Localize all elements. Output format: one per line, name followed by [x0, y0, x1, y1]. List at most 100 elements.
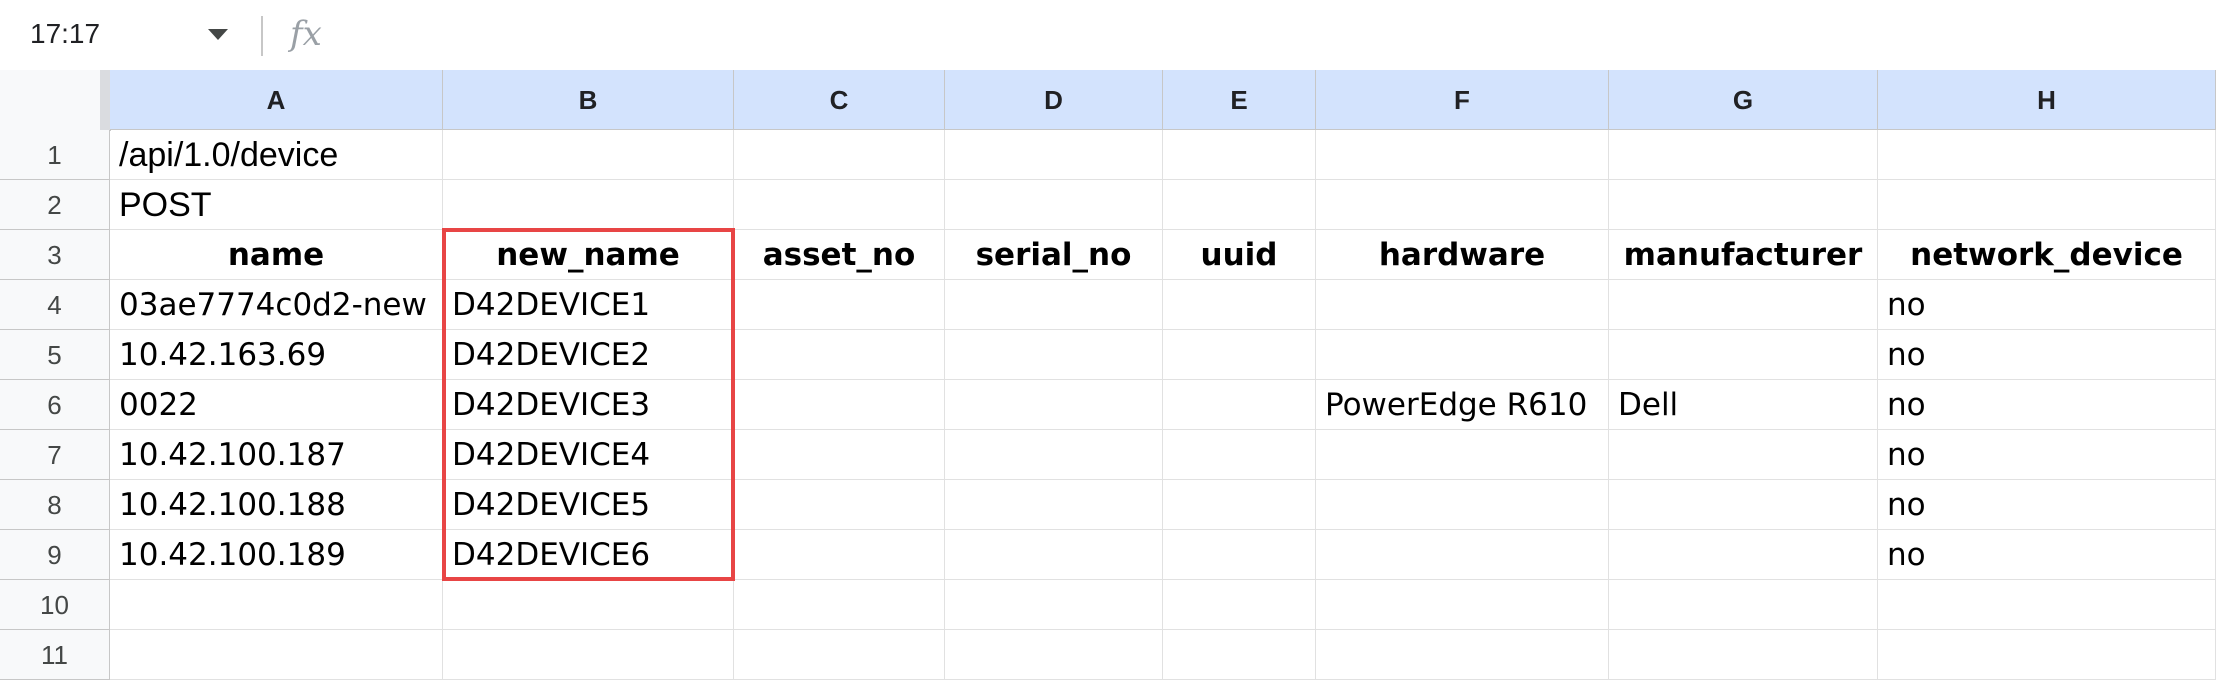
- cell-h2[interactable]: [1878, 180, 2216, 230]
- cell-b6[interactable]: D42DEVICE3: [443, 380, 734, 430]
- cell-e8[interactable]: [1163, 480, 1316, 530]
- cell-e9[interactable]: [1163, 530, 1316, 580]
- row-header-9[interactable]: 9: [0, 530, 110, 580]
- cell-h10[interactable]: [1878, 580, 2216, 630]
- cell-e10[interactable]: [1163, 580, 1316, 630]
- row-header-1[interactable]: 1: [0, 130, 110, 180]
- cell-d10[interactable]: [945, 580, 1163, 630]
- cell-d3[interactable]: serial_no: [945, 230, 1163, 280]
- cell-c2[interactable]: [734, 180, 945, 230]
- cell-b8[interactable]: D42DEVICE5: [443, 480, 734, 530]
- cell-f6[interactable]: PowerEdge R610: [1316, 380, 1609, 430]
- cell-a8[interactable]: 10.42.100.188: [110, 480, 443, 530]
- cell-e11[interactable]: [1163, 630, 1316, 680]
- column-header-c[interactable]: C: [734, 70, 945, 130]
- cell-b11[interactable]: [443, 630, 734, 680]
- cell-h1[interactable]: [1878, 130, 2216, 180]
- cell-g8[interactable]: [1609, 480, 1878, 530]
- cell-c9[interactable]: [734, 530, 945, 580]
- row-header-10[interactable]: 10: [0, 580, 110, 630]
- row-header-5[interactable]: 5: [0, 330, 110, 380]
- cell-e1[interactable]: [1163, 130, 1316, 180]
- column-header-h[interactable]: H: [1878, 70, 2216, 130]
- cell-f8[interactable]: [1316, 480, 1609, 530]
- cell-a11[interactable]: [110, 630, 443, 680]
- cell-a10[interactable]: [110, 580, 443, 630]
- cell-b9[interactable]: D42DEVICE6: [443, 530, 734, 580]
- cell-c7[interactable]: [734, 430, 945, 480]
- cell-h8[interactable]: no: [1878, 480, 2216, 530]
- cell-a5[interactable]: 10.42.163.69: [110, 330, 443, 380]
- column-header-e[interactable]: E: [1163, 70, 1316, 130]
- row-header-4[interactable]: 4: [0, 280, 110, 330]
- cell-a4[interactable]: 03ae7774c0d2-new: [110, 280, 443, 330]
- cell-h3[interactable]: network_device: [1878, 230, 2216, 280]
- cell-f7[interactable]: [1316, 430, 1609, 480]
- cell-f3[interactable]: hardware: [1316, 230, 1609, 280]
- cell-e6[interactable]: [1163, 380, 1316, 430]
- cell-b7[interactable]: D42DEVICE4: [443, 430, 734, 480]
- cell-g3[interactable]: manufacturer: [1609, 230, 1878, 280]
- cell-d8[interactable]: [945, 480, 1163, 530]
- cell-d2[interactable]: [945, 180, 1163, 230]
- row-header-8[interactable]: 8: [0, 480, 110, 530]
- cell-g10[interactable]: [1609, 580, 1878, 630]
- cell-f4[interactable]: [1316, 280, 1609, 330]
- cell-a1[interactable]: /api/1.0/device: [110, 130, 443, 180]
- cell-c10[interactable]: [734, 580, 945, 630]
- cell-b5[interactable]: D42DEVICE2: [443, 330, 734, 380]
- cell-h4[interactable]: no: [1878, 280, 2216, 330]
- cell-b1[interactable]: [443, 130, 734, 180]
- cell-g6[interactable]: Dell: [1609, 380, 1878, 430]
- cell-a2[interactable]: POST: [110, 180, 443, 230]
- cell-h7[interactable]: no: [1878, 430, 2216, 480]
- cell-e5[interactable]: [1163, 330, 1316, 380]
- cell-d6[interactable]: [945, 380, 1163, 430]
- cell-g2[interactable]: [1609, 180, 1878, 230]
- cell-e2[interactable]: [1163, 180, 1316, 230]
- cell-b10[interactable]: [443, 580, 734, 630]
- cell-a9[interactable]: 10.42.100.189: [110, 530, 443, 580]
- cell-d7[interactable]: [945, 430, 1163, 480]
- column-header-f[interactable]: F: [1316, 70, 1609, 130]
- cell-b4[interactable]: D42DEVICE1: [443, 280, 734, 330]
- cell-d5[interactable]: [945, 330, 1163, 380]
- cell-c5[interactable]: [734, 330, 945, 380]
- cell-h5[interactable]: no: [1878, 330, 2216, 380]
- select-all-corner[interactable]: [0, 70, 111, 131]
- name-box-dropdown-icon[interactable]: [208, 29, 228, 40]
- cell-c11[interactable]: [734, 630, 945, 680]
- cell-f1[interactable]: [1316, 130, 1609, 180]
- cell-h11[interactable]: [1878, 630, 2216, 680]
- cell-f11[interactable]: [1316, 630, 1609, 680]
- cell-g5[interactable]: [1609, 330, 1878, 380]
- cell-g9[interactable]: [1609, 530, 1878, 580]
- cell-a6[interactable]: 0022: [110, 380, 443, 430]
- row-header-11[interactable]: 11: [0, 630, 110, 680]
- row-header-3[interactable]: 3: [0, 230, 110, 280]
- cell-f5[interactable]: [1316, 330, 1609, 380]
- cell-g7[interactable]: [1609, 430, 1878, 480]
- column-header-a[interactable]: A: [110, 70, 443, 130]
- cell-d1[interactable]: [945, 130, 1163, 180]
- cell-c4[interactable]: [734, 280, 945, 330]
- cell-e7[interactable]: [1163, 430, 1316, 480]
- cell-f2[interactable]: [1316, 180, 1609, 230]
- row-header-7[interactable]: 7: [0, 430, 110, 480]
- column-header-b[interactable]: B: [443, 70, 734, 130]
- row-header-2[interactable]: 2: [0, 180, 110, 230]
- cell-e3[interactable]: uuid: [1163, 230, 1316, 280]
- name-box[interactable]: 17:17: [30, 18, 101, 49]
- cell-c6[interactable]: [734, 380, 945, 430]
- row-header-6[interactable]: 6: [0, 380, 110, 430]
- cell-g1[interactable]: [1609, 130, 1878, 180]
- cell-b3[interactable]: new_name: [443, 230, 734, 280]
- formula-input[interactable]: [350, 16, 2200, 56]
- cell-a7[interactable]: 10.42.100.187: [110, 430, 443, 480]
- cell-g11[interactable]: [1609, 630, 1878, 680]
- cell-a3[interactable]: name: [110, 230, 443, 280]
- cell-g4[interactable]: [1609, 280, 1878, 330]
- cell-h9[interactable]: no: [1878, 530, 2216, 580]
- cell-c8[interactable]: [734, 480, 945, 530]
- cell-e4[interactable]: [1163, 280, 1316, 330]
